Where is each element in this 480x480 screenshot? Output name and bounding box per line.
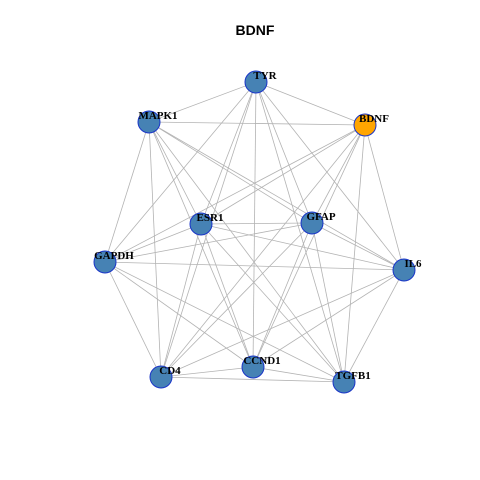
edge-gfap-gapdh xyxy=(104,222,313,263)
edge-tyr-gfap xyxy=(255,81,313,224)
edge-tyr-bdnf xyxy=(255,81,366,126)
edge-il6-ccnd1 xyxy=(252,269,405,368)
edge-gfap-ccnd1 xyxy=(252,222,313,368)
node-label-tgfb1: TGFB1 xyxy=(335,370,370,382)
edge-gfap-tgfb1 xyxy=(311,222,345,383)
node-label-esr1: ESR1 xyxy=(197,212,224,224)
edge-mapk1-tgfb1 xyxy=(148,121,345,383)
edge-bdnf-il6 xyxy=(364,124,405,271)
edge-gfap-cd4 xyxy=(160,222,313,378)
edge-mapk1-cd4 xyxy=(148,121,162,378)
node-label-gfap: GFAP xyxy=(306,211,335,223)
edge-tyr-il6 xyxy=(255,81,405,271)
node-label-bdnf: BDNF xyxy=(359,113,389,125)
nodes-layer xyxy=(93,70,416,394)
node-label-tyr: TYR xyxy=(253,70,277,82)
node-ccnd1[interactable] xyxy=(241,355,265,379)
edges-layer xyxy=(104,81,405,383)
edge-gapdh-tgfb1 xyxy=(104,261,345,383)
edge-tyr-esr1 xyxy=(200,81,257,225)
edge-il6-tgfb1 xyxy=(343,269,405,383)
edge-bdnf-esr1 xyxy=(200,124,366,225)
edge-gapdh-il6 xyxy=(104,261,405,271)
edge-gfap-il6 xyxy=(311,222,405,271)
node-label-mapk1: MAPK1 xyxy=(138,110,177,122)
node-esr1[interactable] xyxy=(189,212,213,236)
edge-gapdh-cd4 xyxy=(104,261,162,378)
edge-mapk1-il6 xyxy=(148,121,405,271)
edge-esr1-gapdh xyxy=(104,223,202,263)
node-bdnf[interactable] xyxy=(353,113,377,137)
edge-tyr-ccnd1 xyxy=(252,81,257,368)
node-label-il6: IL6 xyxy=(404,258,422,270)
node-label-ccnd1: CCND1 xyxy=(243,355,280,367)
node-cd4[interactable] xyxy=(149,365,173,389)
edge-cd4-tgfb1 xyxy=(160,376,345,383)
node-gapdh[interactable] xyxy=(93,250,117,274)
edge-bdnf-tgfb1 xyxy=(343,124,366,383)
edge-bdnf-gapdh xyxy=(104,124,366,263)
node-label-cd4: CD4 xyxy=(159,365,181,377)
edge-gapdh-ccnd1 xyxy=(104,261,254,368)
edge-esr1-gfap xyxy=(200,222,313,225)
node-label-gapdh: GAPDH xyxy=(94,250,134,262)
node-mapk1[interactable] xyxy=(137,110,161,134)
edge-bdnf-gfap xyxy=(311,124,366,224)
node-il6[interactable] xyxy=(392,258,416,282)
node-tgfb1[interactable] xyxy=(332,370,356,394)
edge-tyr-gapdh xyxy=(104,81,257,263)
diagram-title: BDNF xyxy=(236,22,275,38)
edge-bdnf-cd4 xyxy=(160,124,366,378)
edge-mapk1-bdnf xyxy=(148,121,366,126)
edge-esr1-tgfb1 xyxy=(200,223,345,383)
edge-esr1-ccnd1 xyxy=(200,223,254,368)
edge-tyr-mapk1 xyxy=(148,81,257,123)
edge-mapk1-ccnd1 xyxy=(148,121,254,368)
edge-cd4-ccnd1 xyxy=(160,366,254,378)
edge-mapk1-gapdh xyxy=(104,121,150,263)
node-tyr[interactable] xyxy=(244,70,268,94)
edge-ccnd1-tgfb1 xyxy=(252,366,345,383)
edge-mapk1-gfap xyxy=(148,121,313,224)
edge-mapk1-esr1 xyxy=(148,121,202,225)
edge-tyr-tgfb1 xyxy=(255,81,345,383)
node-gfap[interactable] xyxy=(300,211,324,235)
edge-il6-cd4 xyxy=(160,269,405,378)
edge-bdnf-ccnd1 xyxy=(252,124,366,368)
